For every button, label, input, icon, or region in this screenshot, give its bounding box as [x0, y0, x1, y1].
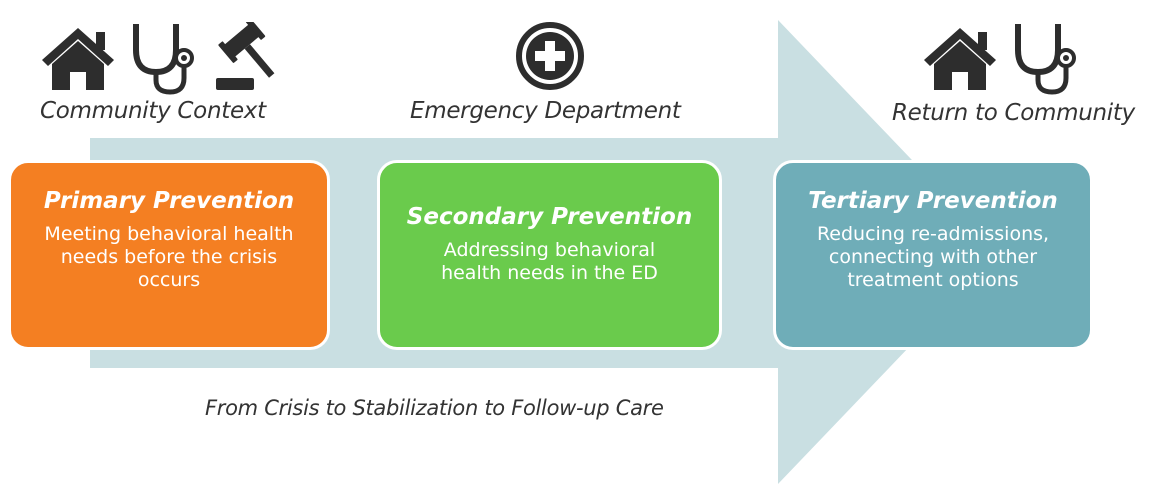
- secondary-prevention-title: Secondary Prevention: [406, 204, 693, 230]
- house-icon: [42, 28, 114, 90]
- gavel-icon: [216, 22, 275, 90]
- stethoscope-icon: [133, 24, 194, 95]
- flow-label: From Crisis to Stabilization to Follow-u…: [205, 396, 664, 420]
- caption-community-context: Community Context: [40, 98, 266, 124]
- primary-prevention-box: Primary Prevention Meeting behavioral he…: [8, 160, 330, 350]
- caption-return-to-community: Return to Community: [892, 100, 1135, 126]
- medical-cross-icon: [516, 22, 584, 90]
- secondary-prevention-text: Addressing behavioral health needs in th…: [441, 239, 658, 284]
- tertiary-prevention-box: Tertiary Prevention Reducing re-admissio…: [773, 160, 1093, 350]
- tertiary-prevention-title: Tertiary Prevention: [808, 188, 1058, 214]
- primary-prevention-text: Meeting behavioral health needs before t…: [44, 223, 294, 291]
- secondary-prevention-box: Secondary Prevention Addressing behavior…: [377, 160, 722, 350]
- house-icon: [924, 28, 996, 90]
- tertiary-prevention-text: Reducing re-admissions, connecting with …: [816, 223, 1050, 291]
- primary-prevention-title: Primary Prevention: [43, 188, 295, 214]
- caption-emergency-department: Emergency Department: [410, 98, 681, 124]
- stethoscope-icon: [1015, 24, 1076, 95]
